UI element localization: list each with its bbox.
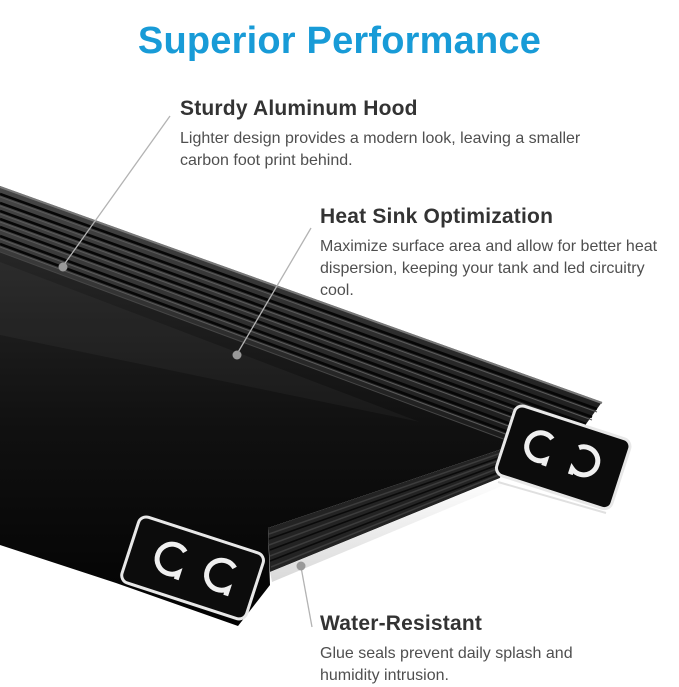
- callout-body: Maximize surface area and allow for bett…: [320, 238, 658, 299]
- callout-line-water-resistant: [300, 566, 313, 628]
- page-title: Superior Performance: [137, 20, 542, 62]
- heat-sink-fins: [268, 448, 505, 572]
- callout-dot-aluminum-hood: [58, 262, 68, 272]
- end-cap-cross-section-left: [120, 515, 265, 621]
- mounting-channel-icon: [524, 430, 555, 467]
- mounting-channel-icon: [567, 444, 601, 478]
- callout-heading: Sturdy Aluminum Hood: [180, 97, 418, 120]
- end-cap-outline: [494, 404, 632, 511]
- callout-dot-heat-sink: [232, 350, 242, 360]
- end-cap-cross-section-right: [494, 404, 632, 511]
- aluminum-hood-top-face: [0, 186, 603, 460]
- callout-water-resistant: Water-Resistant Glue seals prevent daily…: [320, 612, 582, 687]
- led-diffuser-strip: [270, 478, 607, 582]
- callout-aluminum-hood: Sturdy Aluminum Hood Lighter design prov…: [180, 97, 632, 172]
- callout-body: Lighter design provides a modern look, l…: [180, 130, 581, 169]
- mounting-channel-icon: [154, 541, 188, 581]
- callout-leaders: [62, 115, 313, 628]
- mounting-channel-icon: [204, 557, 237, 597]
- callout-line-heat-sink: [236, 227, 312, 355]
- callout-heading: Heat Sink Optimization: [320, 205, 554, 228]
- callout-body: Glue seals prevent daily splash and humi…: [320, 645, 573, 684]
- callout-dot-water-resistant: [296, 561, 306, 571]
- callout-heading: Water-Resistant: [320, 612, 483, 635]
- callout-dots: [58, 262, 306, 571]
- callout-heat-sink: Heat Sink Optimization Maximize surface …: [320, 205, 672, 301]
- callout-line-aluminum-hood: [62, 115, 171, 267]
- heat-sink-grooves: [0, 192, 598, 457]
